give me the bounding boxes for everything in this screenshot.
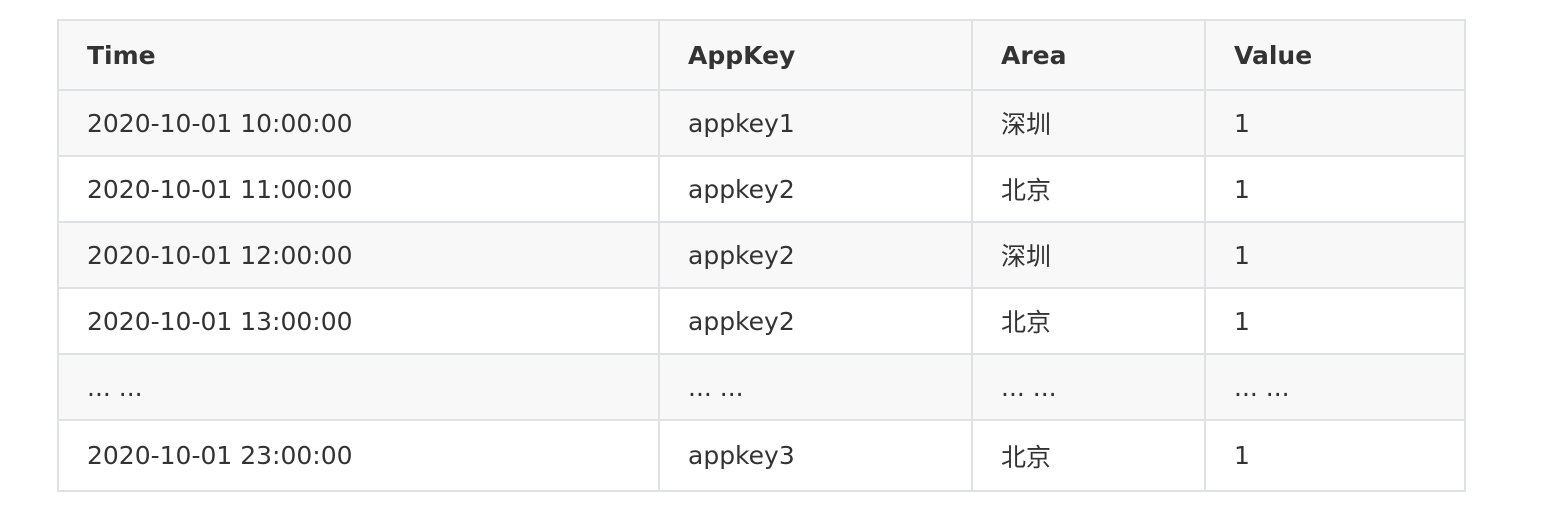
cell-time: 2020-10-01 11:00:00	[57, 155, 660, 223]
cell-appkey: appkey1	[658, 89, 973, 157]
cell-value: 1	[1204, 155, 1466, 223]
cell-appkey: appkey2	[658, 155, 973, 223]
cell-time: 2020-10-01 10:00:00	[57, 89, 660, 157]
cell-area: 北京	[971, 419, 1206, 492]
cell-time: 2020-10-01 23:00:00	[57, 419, 660, 492]
cell-area: 深圳	[971, 89, 1206, 157]
header-time: Time	[57, 19, 660, 91]
table-row: 2020-10-01 12:00:00 appkey2 深圳 1	[57, 221, 1466, 289]
cell-value: 1	[1204, 419, 1466, 492]
table-row: 2020-10-01 11:00:00 appkey2 北京 1	[57, 155, 1466, 223]
cell-value: 1	[1204, 287, 1466, 355]
cell-appkey: appkey2	[658, 221, 973, 289]
table-row: 2020-10-01 13:00:00 appkey2 北京 1	[57, 287, 1466, 355]
cell-appkey: ... ...	[658, 353, 973, 421]
header-area: Area	[971, 19, 1206, 91]
cell-area: 北京	[971, 287, 1206, 355]
table-row-ellipsis: ... ... ... ... ... ... ... ...	[57, 353, 1466, 421]
cell-value: ... ...	[1204, 353, 1466, 421]
cell-time: 2020-10-01 13:00:00	[57, 287, 660, 355]
cell-area: 深圳	[971, 221, 1206, 289]
cell-value: 1	[1204, 89, 1466, 157]
cell-value: 1	[1204, 221, 1466, 289]
header-appkey: AppKey	[658, 19, 973, 91]
cell-appkey: appkey2	[658, 287, 973, 355]
cell-time: ... ...	[57, 353, 660, 421]
table-row: 2020-10-01 23:00:00 appkey3 北京 1	[57, 419, 1466, 492]
table-row: 2020-10-01 10:00:00 appkey1 深圳 1	[57, 89, 1466, 157]
cell-time: 2020-10-01 12:00:00	[57, 221, 660, 289]
cell-appkey: appkey3	[658, 419, 973, 492]
table-header-row: Time AppKey Area Value	[57, 19, 1466, 91]
cell-area: ... ...	[971, 353, 1206, 421]
header-value: Value	[1204, 19, 1466, 91]
cell-area: 北京	[971, 155, 1206, 223]
data-table: Time AppKey Area Value 2020-10-01 10:00:…	[57, 19, 1466, 492]
